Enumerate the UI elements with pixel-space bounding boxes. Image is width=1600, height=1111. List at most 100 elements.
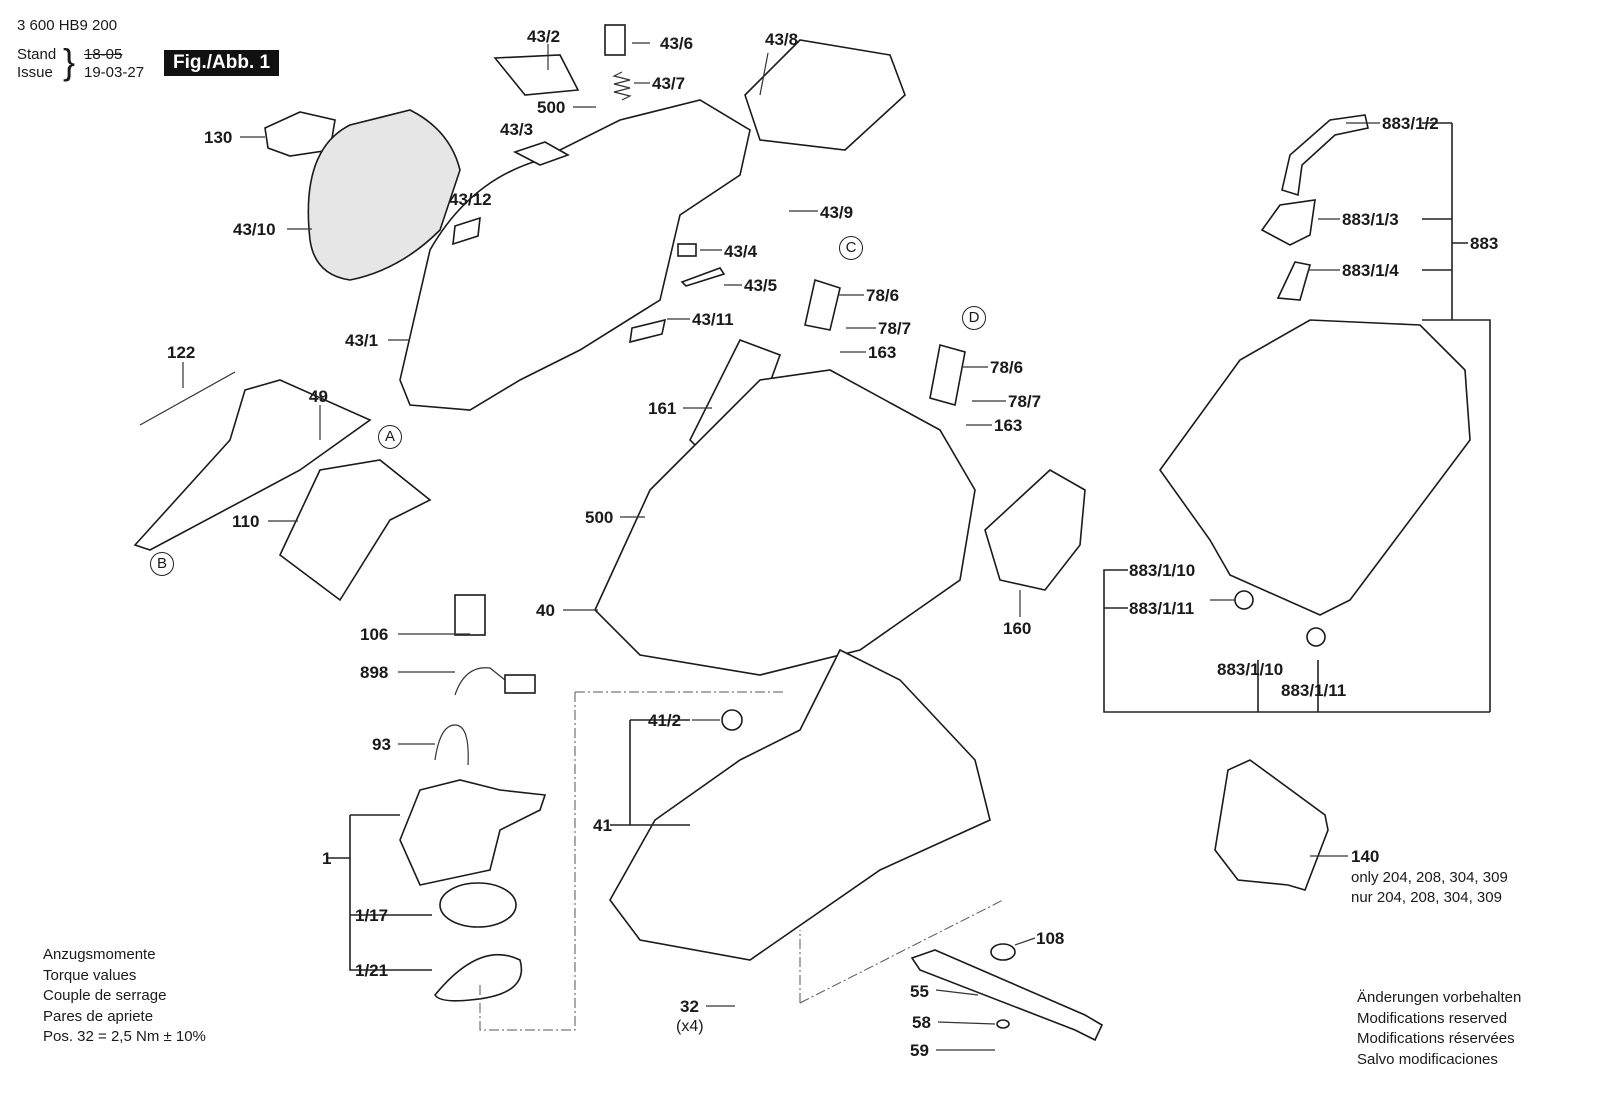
part-883-1-2-handle xyxy=(1281,114,1369,197)
part-43-4 xyxy=(677,243,697,257)
part-43-12 xyxy=(452,216,481,246)
callout-883-1-11-a[interactable]: 883/1/11 xyxy=(1129,599,1195,618)
callout-43-3[interactable]: 43/3 xyxy=(500,120,534,139)
callout-500-deck[interactable]: 500 xyxy=(585,508,614,527)
callout-32-quantity: (x4) xyxy=(676,1018,704,1035)
callout-163-d[interactable]: 163 xyxy=(994,416,1023,435)
reference-marker-c: C xyxy=(839,236,863,260)
callout-43-11[interactable]: 43/11 xyxy=(692,310,734,329)
torque-note: Anzugsmomente Torque values Couple de se… xyxy=(43,945,206,1048)
part-43-2 xyxy=(493,54,580,96)
dashed-frame-right xyxy=(799,899,1004,1004)
callout-130[interactable]: 130 xyxy=(204,128,233,147)
torque-line: Pos. 32 = 2,5 Nm ± 10% xyxy=(43,1028,206,1045)
part-106 xyxy=(454,594,486,636)
part-1-17-pulley xyxy=(439,882,517,928)
callout-93[interactable]: 93 xyxy=(372,735,391,754)
callout-59[interactable]: 59 xyxy=(910,1041,929,1060)
part-898-box xyxy=(504,674,536,694)
part-43-6 xyxy=(604,24,626,56)
callout-883-1-4[interactable]: 883/1/4 xyxy=(1342,261,1399,280)
modifications-line: Modifications reserved xyxy=(1357,1009,1508,1027)
modifications-line: Änderungen vorbehalten xyxy=(1357,989,1522,1006)
callout-883[interactable]: 883 xyxy=(1470,234,1499,253)
reference-marker-d: D xyxy=(962,306,986,330)
callout-43-8[interactable]: 43/8 xyxy=(765,30,799,49)
callout-1-21[interactable]: 1/21 xyxy=(355,961,389,980)
brackets xyxy=(328,122,1491,971)
part-43-5 xyxy=(680,267,726,287)
part-40-deck xyxy=(594,369,976,676)
callout-78-6-d[interactable]: 78/6 xyxy=(990,358,1024,377)
callout-41-2[interactable]: 41/2 xyxy=(648,711,682,730)
part-number: 3 600 HB9 200 xyxy=(17,17,118,34)
callout-161[interactable]: 161 xyxy=(648,399,677,418)
part-883-1-3 xyxy=(1260,199,1316,246)
callout-43-2[interactable]: 43/2 xyxy=(527,27,561,46)
part-110 xyxy=(278,459,432,602)
part-43-1-upper-housing xyxy=(399,99,751,411)
callout-160[interactable]: 160 xyxy=(1003,619,1032,638)
part-78-6-d xyxy=(929,343,966,407)
part-898 xyxy=(454,667,506,696)
torque-line: Couple de serrage xyxy=(43,987,167,1004)
callout-1-17[interactable]: 1/17 xyxy=(355,906,389,925)
callout-43-5[interactable]: 43/5 xyxy=(744,276,778,295)
torque-line: Torque values xyxy=(43,966,137,984)
callout-78-7-d[interactable]: 78/7 xyxy=(1008,392,1042,411)
callout-41[interactable]: 41 xyxy=(593,816,612,835)
callout-58[interactable]: 58 xyxy=(912,1013,931,1032)
dashed-frame-left xyxy=(479,691,785,1031)
part-43-7-spring xyxy=(612,71,632,101)
torque-line: Anzugsmomente xyxy=(43,946,156,963)
callout-883-1-10-a[interactable]: 883/1/10 xyxy=(1129,561,1196,580)
callout-43-10[interactable]: 43/10 xyxy=(233,220,276,239)
callout-106[interactable]: 106 xyxy=(360,625,389,644)
part-883-grassbox xyxy=(1159,319,1471,616)
callout-43-9[interactable]: 43/9 xyxy=(820,203,854,222)
part-49 xyxy=(133,379,372,551)
brace-icon: } xyxy=(63,41,76,82)
callout-55[interactable]: 55 xyxy=(910,982,929,1001)
callout-1[interactable]: 1 xyxy=(322,849,332,868)
callout-49[interactable]: 49 xyxy=(309,387,328,406)
callout-43-6[interactable]: 43/6 xyxy=(660,34,694,53)
callout-140[interactable]: 140 xyxy=(1351,847,1380,866)
callout-883-1-3[interactable]: 883/1/3 xyxy=(1342,210,1399,229)
part-108 xyxy=(990,943,1016,961)
part-122-spring xyxy=(139,371,236,426)
callout-43-7[interactable]: 43/7 xyxy=(652,74,686,93)
part-43-10-cover xyxy=(307,109,461,281)
part-43-11 xyxy=(629,318,667,344)
reference-marker-b: B xyxy=(150,552,174,576)
callout-43-4[interactable]: 43/4 xyxy=(724,242,758,261)
callout-110[interactable]: 110 xyxy=(232,512,260,531)
callout-163-c[interactable]: 163 xyxy=(868,343,897,362)
callout-883-1-10-b[interactable]: 883/1/10 xyxy=(1217,660,1284,679)
part-43-3 xyxy=(512,141,570,166)
callout-122[interactable]: 122 xyxy=(167,343,196,362)
callout-43-1[interactable]: 43/1 xyxy=(345,331,379,350)
callout-883-1-2[interactable]: 883/1/2 xyxy=(1382,114,1439,133)
callout-78-6-c[interactable]: 78/6 xyxy=(866,286,900,305)
callout-500-top[interactable]: 500 xyxy=(537,98,566,117)
reference-marker-a: A xyxy=(378,425,402,449)
part-1-21-belt xyxy=(434,953,523,1002)
part-55-blade xyxy=(910,949,1104,1042)
part-78-6-c xyxy=(804,278,841,331)
stand-label: Stand xyxy=(17,46,57,63)
callout-40[interactable]: 40 xyxy=(536,601,555,620)
part-883-1-4 xyxy=(1276,261,1312,301)
part-883-1-11a xyxy=(1234,590,1254,610)
issue-date: 19-03-27 xyxy=(84,64,145,81)
callout-883-1-11-b[interactable]: 883/1/11 xyxy=(1281,681,1347,700)
callout-32[interactable]: 32 xyxy=(680,997,699,1016)
part-93 xyxy=(434,724,469,766)
callout-108[interactable]: 108 xyxy=(1036,929,1065,948)
part-43-8-lid xyxy=(744,39,906,151)
callout-898[interactable]: 898 xyxy=(360,663,389,682)
callout-43-12[interactable]: 43/12 xyxy=(449,190,492,209)
callout-78-7-c[interactable]: 78/7 xyxy=(878,319,912,338)
modifications-line: Modifications réservées xyxy=(1357,1030,1515,1047)
